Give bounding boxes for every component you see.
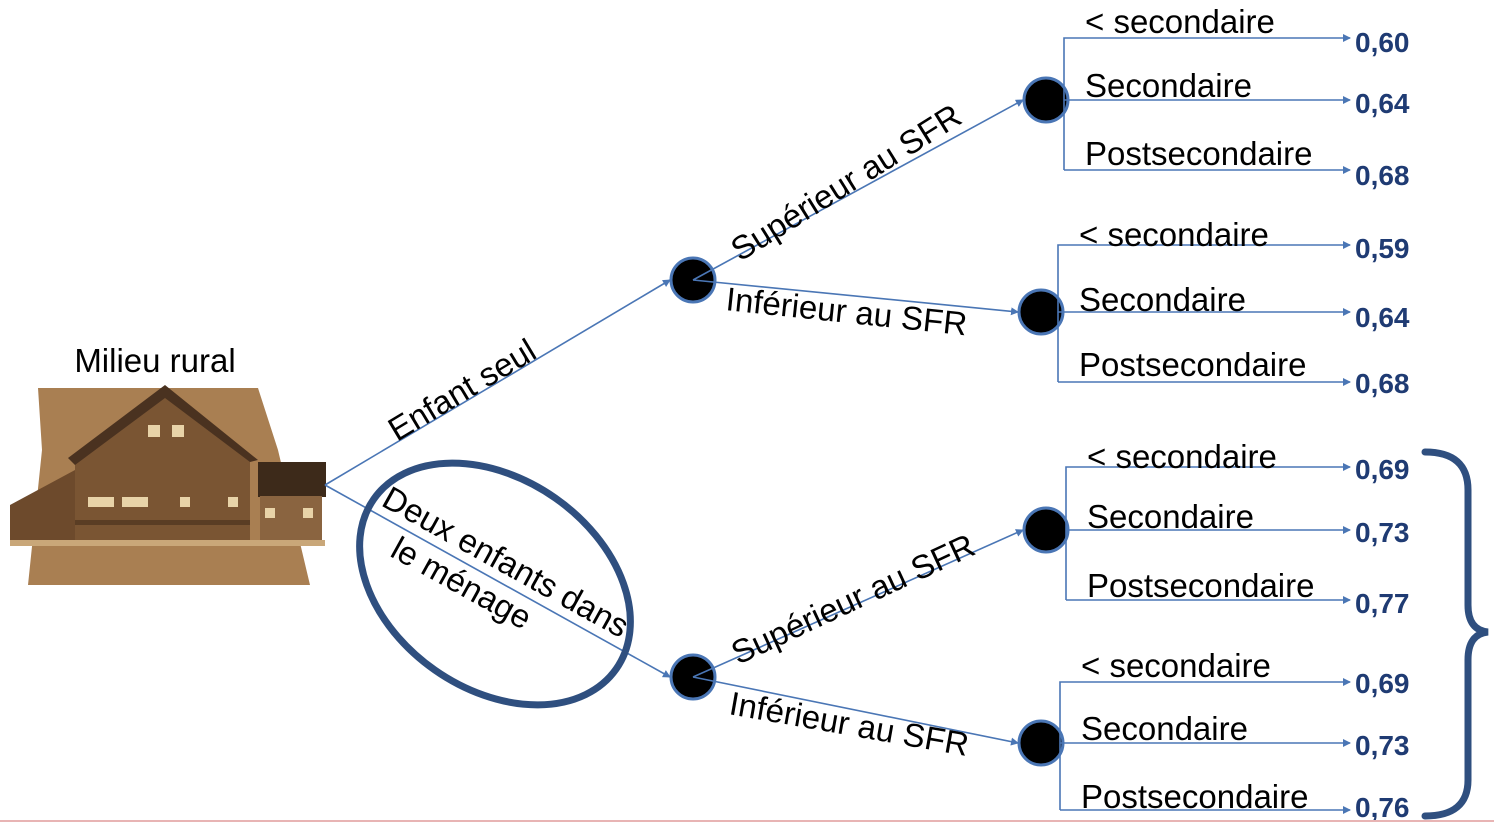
leaf-group-single-superior: < secondaire Secondaire Postsecondaire 0… [1063, 3, 1410, 191]
farmhouse-image [10, 385, 326, 585]
leaf-label: Secondaire [1081, 710, 1248, 747]
leaf-label: Postsecondaire [1085, 135, 1312, 172]
edge-single-superior [692, 99, 1024, 281]
branch-label-two-children: Deux enfants dans le ménage [377, 479, 636, 645]
branch-label-single-inferior: Inférieur au SFR [724, 280, 969, 342]
leaf-group-two-inferior: < secondaire Secondaire Postsecondaire 0… [1059, 647, 1410, 823]
node-two-superior [1022, 506, 1070, 554]
edge-root-to-single-child [324, 279, 671, 486]
leaf-label: Postsecondaire [1087, 567, 1314, 604]
node-single-inferior [1017, 288, 1065, 336]
leaf-group-two-superior: < secondaire Secondaire Postsecondaire 0… [1065, 438, 1410, 619]
leaf-value: 0,68 [1355, 368, 1410, 399]
leaf-label: < secondaire [1087, 438, 1277, 475]
leaf-label: Postsecondaire [1081, 778, 1308, 815]
leaf-value: 0,73 [1355, 730, 1410, 761]
leaf-edge [1063, 34, 1351, 170]
branch-label-single-superior: Supérieur au SFR [724, 97, 968, 268]
leaf-value: 0,60 [1355, 27, 1410, 58]
root-label: Milieu rural [74, 342, 235, 379]
leaf-edge [1065, 463, 1351, 600]
grouping-brace [1421, 448, 1489, 820]
leaf-value: 0,64 [1355, 302, 1410, 333]
edge-two-inferior [692, 676, 1019, 746]
branch-label-two-inferior: Inférieur au SFR [727, 684, 972, 762]
node-single-superior [1022, 76, 1070, 124]
branch-label-two-superior: Supérieur au SFR [725, 526, 980, 671]
leaf-edge [1059, 678, 1351, 810]
leaf-value: 0,73 [1355, 517, 1410, 548]
highlight-ellipse [356, 459, 634, 709]
leaf-value: 0,69 [1355, 668, 1410, 699]
leaf-label: < secondaire [1079, 216, 1269, 253]
leaf-label: Secondaire [1085, 67, 1252, 104]
leaf-label: Postsecondaire [1079, 346, 1306, 383]
leaf-value: 0,68 [1355, 160, 1410, 191]
leaf-label: Secondaire [1079, 281, 1246, 318]
leaf-label: < secondaire [1081, 647, 1271, 684]
leaf-group-single-inferior: < secondaire Secondaire Postsecondaire 0… [1057, 216, 1410, 399]
leaf-value: 0,69 [1355, 454, 1410, 485]
node-two-inferior [1017, 719, 1065, 767]
leaf-label: Secondaire [1087, 498, 1254, 535]
edge-single-inferior [692, 279, 1019, 316]
edge-two-superior [692, 529, 1024, 678]
branch-label-single-child: Enfant seul [382, 331, 543, 448]
leaf-value: 0,77 [1355, 588, 1410, 619]
leaf-label: < secondaire [1085, 3, 1275, 40]
edge-root-to-two-children [324, 484, 671, 678]
leaf-edge [1057, 241, 1351, 382]
leaf-value: 0,59 [1355, 233, 1410, 264]
leaf-value: 0,64 [1355, 88, 1410, 119]
leaf-value: 0,76 [1355, 792, 1410, 823]
